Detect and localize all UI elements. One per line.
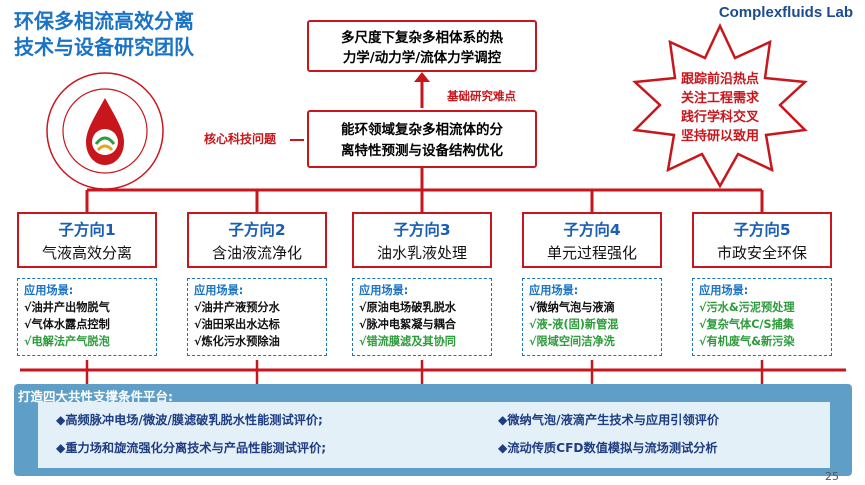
platform-item: ◆重力场和旋流强化分离技术与产品性能测试评价; xyxy=(56,441,327,455)
core-issue-box: 能环领域复杂多相流体的分 离特性预测与设备结构优化 xyxy=(307,110,537,168)
platform-item: ◆流动传质CFD数值模拟与流场测试分析 xyxy=(498,441,718,455)
direction-number: 子方向3 xyxy=(393,221,451,239)
app-item: √原油电场破乳脱水 xyxy=(359,301,456,314)
top-box-line2: 力学/动力学/流体力学调控 xyxy=(342,50,502,66)
direction-header: 子方向1 气液高效分离 xyxy=(17,212,157,268)
app-item: √脉冲电絮凝与耦合 xyxy=(359,318,456,331)
direction-name: 市政安全环保 xyxy=(716,244,807,262)
slogan-line-2: 关注工程需求 xyxy=(680,91,759,106)
basic-research-label: 基础研究难点 xyxy=(447,89,516,103)
mid-box-line2: 离特性预测与设备结构优化 xyxy=(341,143,503,159)
page-title-line2: 技术与设备研究团队 xyxy=(14,35,194,59)
fundamental-research-box: 多尺度下复杂多相体系的热 力学/动力学/流体力学调控 xyxy=(307,20,537,72)
app-item: √微纳气泡与液滴 xyxy=(529,301,615,314)
star-burst-shape xyxy=(632,23,808,189)
app-title: 应用场景: xyxy=(359,284,409,297)
app-item: √污水&污泥预处理 xyxy=(699,301,795,314)
app-item: √复杂气体C/S捕集 xyxy=(699,318,794,331)
app-title: 应用场景: xyxy=(194,284,244,297)
app-item: √液-液(固)新管混 xyxy=(529,318,619,331)
app-title: 应用场景: xyxy=(529,284,579,297)
direction-name: 油水乳液处理 xyxy=(376,244,467,262)
application-scenarios: 应用场景: √油井产出物脱气 √气体水露点控制 √电解法产气脱泡 xyxy=(17,278,157,356)
slogan-line-4: 坚持研以致用 xyxy=(680,129,759,144)
core-issue-label: 核心科技问题 xyxy=(204,132,277,146)
app-title: 应用场景: xyxy=(24,284,74,297)
app-item: √错流膜滤及其协同 xyxy=(359,335,456,348)
app-item: √限域空间洁净洗 xyxy=(529,335,615,348)
application-scenarios: 应用场景: √微纳气泡与液滴 √液-液(固)新管混 √限域空间洁净洗 xyxy=(522,278,662,356)
application-scenarios: 应用场景: √污水&污泥预处理 √复杂气体C/S捕集 √有机废气&新污染 xyxy=(692,278,832,356)
slogan-line-1: 跟踪前沿热点 xyxy=(680,72,759,87)
mid-box-line1: 能环领域复杂多相流体的分 xyxy=(341,122,503,138)
direction-number: 子方向2 xyxy=(228,221,286,239)
app-item: √有机废气&新污染 xyxy=(699,335,795,348)
star-slogan: 跟踪前沿热点 关注工程需求 践行学科交叉 坚持研以致用 xyxy=(640,70,800,146)
direction-number: 子方向1 xyxy=(58,221,116,239)
direction-name: 气液高效分离 xyxy=(41,244,132,262)
platform-item: ◆高频脉冲电场/微波/膜滤破乳脱水性能测试评价; xyxy=(56,413,323,427)
direction-card-5: 子方向5 市政安全环保 应用场景: √污水&污泥预处理 √复杂气体C/S捕集 √… xyxy=(692,212,832,356)
application-scenarios: 应用场景: √原油电场破乳脱水 √脉冲电絮凝与耦合 √错流膜滤及其协同 xyxy=(352,278,492,356)
direction-name: 单元过程强化 xyxy=(546,244,637,262)
direction-header: 子方向4 单元过程强化 xyxy=(522,212,662,268)
page-title-line1: 环保多相流高效分离 xyxy=(14,9,194,33)
direction-header: 子方向3 油水乳液处理 xyxy=(352,212,492,268)
app-item: √油田采出水达标 xyxy=(194,318,280,331)
app-title: 应用场景: xyxy=(699,284,749,297)
top-box-line1: 多尺度下复杂多相体系的热 xyxy=(341,30,503,46)
direction-header: 子方向2 含油液流净化 xyxy=(187,212,327,268)
direction-card-4: 子方向4 单元过程强化 应用场景: √微纳气泡与液滴 √液-液(固)新管混 √限… xyxy=(522,212,662,356)
app-item: √炼化污水预除油 xyxy=(194,335,280,348)
app-item: √电解法产气脱泡 xyxy=(24,335,110,348)
direction-card-2: 子方向2 含油液流净化 应用场景: √油井产液预分水 √油田采出水达标 √炼化污… xyxy=(187,212,327,356)
app-item: √油井产出物脱气 xyxy=(24,301,110,314)
application-scenarios: 应用场景: √油井产液预分水 √油田采出水达标 √炼化污水预除油 xyxy=(187,278,327,356)
page-title: 环保多相流高效分离 技术与设备研究团队 xyxy=(14,8,194,60)
page-number: 25 xyxy=(825,470,839,483)
direction-card-1: 子方向1 气液高效分离 应用场景: √油井产出物脱气 √气体水露点控制 √电解法… xyxy=(17,212,157,356)
direction-header: 子方向5 市政安全环保 xyxy=(692,212,832,268)
brand-label: Complexfluids Lab xyxy=(718,4,853,21)
support-platform-panel: 打造四大共性支撑条件平台: ◆高频脉冲电场/微波/膜滤破乳脱水性能测试评价; ◆… xyxy=(14,384,852,476)
platform-items-box: ◆高频脉冲电场/微波/膜滤破乳脱水性能测试评价; ◆微纳气泡/液滴产生技术与应用… xyxy=(38,402,830,468)
direction-number: 子方向4 xyxy=(563,221,621,239)
slogan-line-3: 践行学科交叉 xyxy=(680,110,759,125)
direction-name: 含油液流净化 xyxy=(211,244,302,262)
direction-card-3: 子方向3 油水乳液处理 应用场景: √原油电场破乳脱水 √脉冲电絮凝与耦合 √错… xyxy=(352,212,492,356)
platform-item: ◆微纳气泡/液滴产生技术与应用引领评价 xyxy=(498,413,720,427)
direction-number: 子方向5 xyxy=(733,221,791,239)
app-item: √气体水露点控制 xyxy=(24,318,110,331)
platform-title: 打造四大共性支撑条件平台: xyxy=(18,389,173,404)
app-item: √油井产液预分水 xyxy=(194,301,280,314)
team-logo xyxy=(46,72,164,190)
